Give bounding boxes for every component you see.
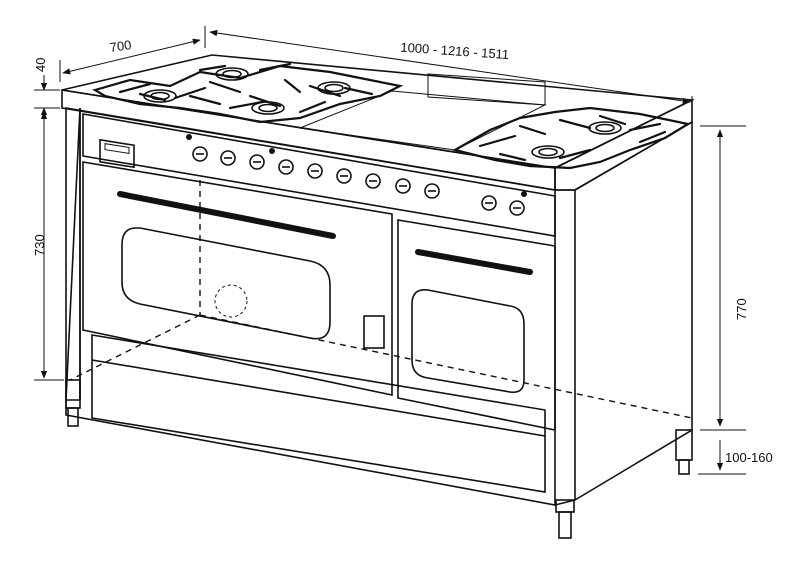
gas-burner-icon [215,67,249,81]
right-oven-window [411,288,525,394]
right-oven-door [397,219,556,431]
control-knob-icon[interactable] [249,154,265,170]
control-knob-icon[interactable] [424,183,440,199]
top-thickness-label: 40 [33,58,48,72]
dimension-top-thickness: 40 [33,58,60,123]
feet-height-label: 100-160 [725,450,773,465]
gas-burner-icon [251,101,285,115]
control-knob-icon[interactable] [192,146,208,162]
indicator-light [269,148,275,154]
control-knob-icon[interactable] [336,168,352,184]
indicator-light [186,134,192,140]
left-oven-handle[interactable] [117,191,336,239]
left-oven-door [82,161,393,396]
control-knob-icon[interactable] [307,163,323,179]
left-oven-window [121,227,331,340]
dimension-body-height: 730 [32,111,64,381]
legs [65,379,693,539]
control-knob-icon[interactable] [481,195,497,211]
lower-storage-panel [91,334,546,493]
indicator-light [521,191,527,197]
dimension-depth: 700 [59,26,206,82]
width-label: 1000 - 1216 - 1511 [400,40,510,63]
control-knob-icon[interactable] [509,200,525,216]
body-height-label: 730 [32,234,47,256]
gas-burner-icon [531,145,565,159]
control-knob-icon[interactable] [278,159,294,175]
right-oven-handle[interactable] [415,249,533,275]
hidden-fan [214,284,248,318]
cooker-body [65,107,693,506]
left-oven-label-plate [363,315,385,349]
gas-burner-icon [143,89,177,103]
control-knobs [186,134,527,216]
dimension-total-height: 770 [700,125,749,431]
control-panel [82,113,556,237]
gas-burner-icon [588,121,622,135]
dimension-feet-height: 100-160 [698,440,773,475]
digital-timer-icon [99,138,135,169]
control-knob-icon[interactable] [220,150,236,166]
control-knob-icon[interactable] [365,173,381,189]
control-knob-icon[interactable] [395,178,411,194]
total-height-label: 770 [734,298,749,320]
hidden-edges [69,180,693,419]
depth-label: 700 [109,37,133,55]
